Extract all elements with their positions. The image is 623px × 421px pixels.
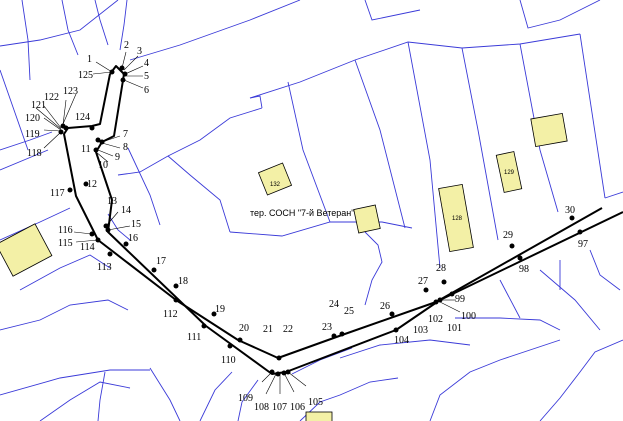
- point-label: 17: [156, 256, 166, 267]
- point-label: 110: [221, 355, 236, 366]
- point-label: 25: [344, 306, 354, 317]
- point-label: 24: [329, 299, 339, 310]
- point-label: 99: [455, 294, 465, 305]
- point-label: 98: [519, 264, 529, 275]
- point-label: 100: [461, 311, 476, 322]
- building-132-label: 132: [270, 182, 281, 188]
- point-label: 116: [58, 225, 73, 236]
- point-label: 28: [436, 263, 446, 274]
- point-label: 122: [44, 92, 59, 103]
- point-label: 104: [394, 335, 409, 346]
- point-label: 108: [254, 402, 269, 413]
- point-label: 109: [238, 393, 253, 404]
- building-132: [257, 162, 293, 196]
- point-label: 11: [81, 144, 91, 155]
- point-label: 112: [163, 309, 178, 320]
- point-label: 113: [97, 262, 112, 273]
- point-label: 27: [418, 276, 428, 287]
- building-south: [305, 411, 333, 421]
- buildings: 132 128 129: [0, 112, 568, 421]
- building-northeast: [530, 112, 568, 148]
- building-west: [0, 223, 53, 277]
- point-label: 6: [144, 85, 149, 96]
- building-129-label: 129: [504, 170, 515, 176]
- point-label: 20: [239, 323, 249, 334]
- point-label: 15: [131, 219, 141, 230]
- point-label: 10: [98, 160, 108, 171]
- point-label: 115: [58, 238, 73, 249]
- point-label: 21: [263, 324, 273, 335]
- point-label: 23: [322, 322, 332, 333]
- point-label: 114: [80, 242, 95, 253]
- point-label: 118: [27, 148, 42, 159]
- point-label: 106: [290, 402, 305, 413]
- point-label: 12: [87, 179, 97, 190]
- point-label: 14: [121, 205, 131, 216]
- building-128-label: 128: [452, 216, 463, 222]
- point-label: 19: [215, 304, 225, 315]
- building-129: [495, 151, 523, 193]
- point-label: 1: [87, 54, 92, 65]
- label-leaders: [35, 51, 461, 395]
- point-label: 111: [187, 332, 201, 343]
- point-label: 105: [308, 397, 323, 408]
- building-east-small: [353, 204, 381, 234]
- point-label: 120: [25, 113, 40, 124]
- building-128: [438, 183, 474, 253]
- point-label: 101: [447, 323, 462, 334]
- point-label: 3: [137, 46, 142, 57]
- point-label: 117: [50, 188, 65, 199]
- point-label: 107: [272, 402, 287, 413]
- point-label: 22: [283, 324, 293, 335]
- point-label: 124: [75, 112, 90, 123]
- point-label: 8: [123, 142, 128, 153]
- point-label: 13: [107, 196, 117, 207]
- route-point-labels: 1 2 3 4 5 6 7 8 9 10 11 12 13 14 15 16 1…: [25, 40, 588, 413]
- point-label: 16: [128, 233, 138, 244]
- point-label: 125: [78, 70, 93, 81]
- point-label: 97: [578, 239, 588, 250]
- territory-label: тер. СОСН "7-й Ветеран": [250, 208, 354, 218]
- point-label: 123: [63, 86, 78, 97]
- point-label: 102: [428, 314, 443, 325]
- point-label: 5: [144, 71, 149, 82]
- point-label: 26: [380, 301, 390, 312]
- point-label: 18: [178, 276, 188, 287]
- point-label: 9: [115, 152, 120, 163]
- point-label: 2: [124, 40, 129, 51]
- point-label: 30: [565, 205, 575, 216]
- point-label: 103: [413, 325, 428, 336]
- point-label: 29: [503, 230, 513, 241]
- point-label: 121: [31, 100, 46, 111]
- point-label: 7: [123, 129, 128, 140]
- point-label: 119: [25, 129, 40, 140]
- point-label: 4: [144, 58, 149, 69]
